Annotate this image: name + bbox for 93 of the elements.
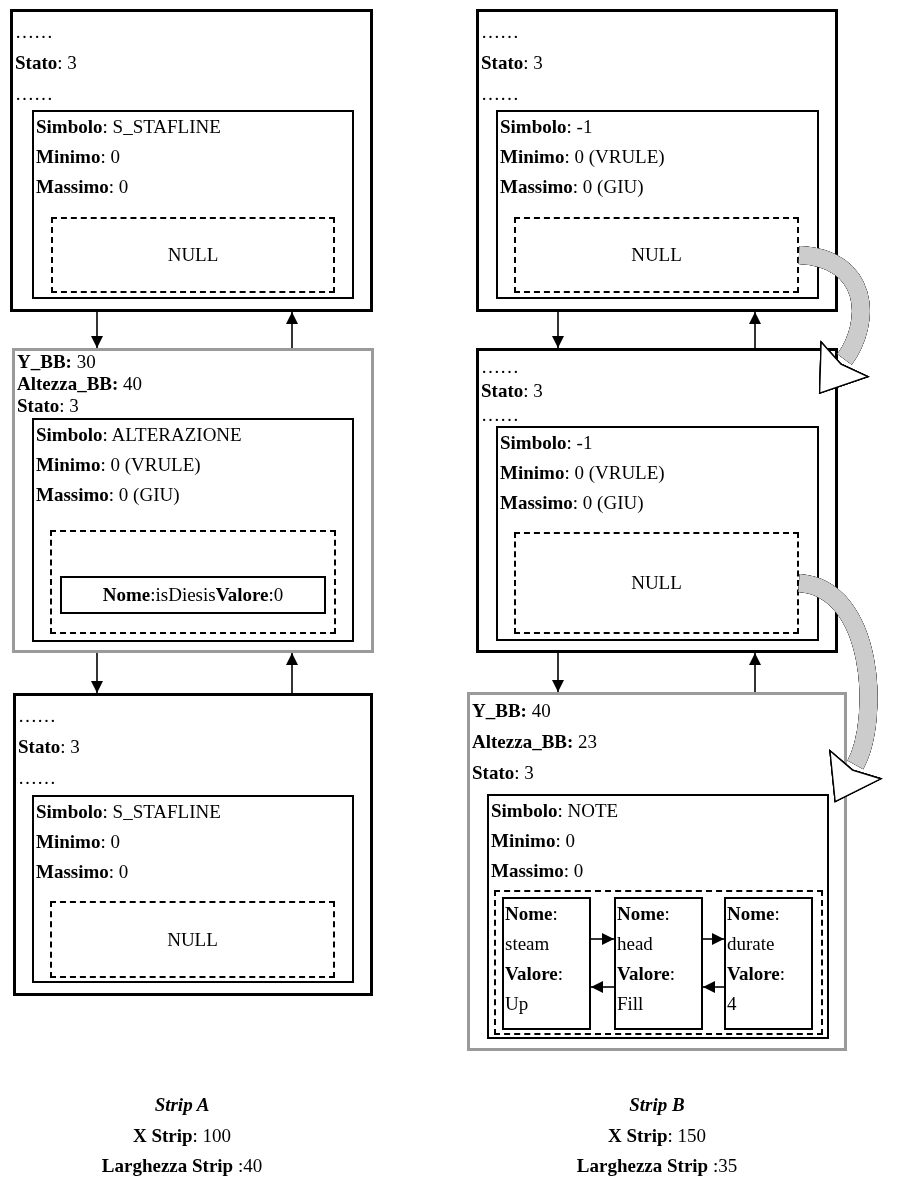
field-text: Nome: — [505, 902, 559, 926]
attribute-box — [614, 897, 703, 1030]
field-text: Valore: — [727, 962, 787, 986]
arrow — [590, 981, 615, 993]
symbol-box — [496, 426, 819, 641]
field-text: Minimo: 0 — [36, 145, 121, 169]
field-text: Minimo: 0 — [491, 829, 576, 853]
symbol-box — [487, 794, 829, 1039]
field-text: Simbolo: S_STAFLINE — [36, 115, 222, 139]
field-text: steam — [505, 932, 551, 956]
strip-title: Strip A — [154, 1093, 210, 1117]
field-text: durate — [727, 932, 776, 956]
arrow — [702, 933, 725, 945]
field-text: Valore: — [617, 962, 677, 986]
field-text: Massimo: 0 (GIU) — [36, 483, 181, 507]
record-box — [10, 9, 373, 312]
field-text: Stato: 3 — [15, 51, 78, 75]
arrow — [91, 652, 103, 694]
field-text: Simbolo: ALTERAZIONE — [36, 423, 243, 447]
arrow — [91, 311, 103, 349]
record-box — [13, 693, 373, 996]
record-box — [476, 348, 838, 653]
record-box — [476, 9, 838, 312]
field-text: Valore: — [505, 962, 565, 986]
field-text: Stato: 3 — [481, 379, 544, 403]
field-text: …… — [481, 403, 520, 427]
list-box — [51, 217, 335, 293]
field-text: Nome: — [727, 902, 781, 926]
field-text: …… — [18, 704, 57, 728]
field-text: Massimo: 0 — [36, 175, 130, 199]
field-text: Massimo: 0 (GIU) — [500, 491, 645, 515]
field-text: Altezza_BB: 23 — [472, 730, 599, 754]
field-text: Y_BB: 40 — [472, 699, 552, 723]
field-text: Stato: 3 — [18, 735, 81, 759]
arrow — [590, 933, 615, 945]
symbol-box — [32, 795, 354, 983]
arrow — [286, 652, 298, 694]
field-text: 4 — [727, 992, 738, 1016]
arrow — [702, 981, 725, 993]
field-text: Nome: — [617, 902, 671, 926]
field-text: Minimo: 0 (VRULE) — [500, 145, 666, 169]
field-text: NULL — [167, 927, 218, 952]
symbol-box — [32, 418, 354, 642]
field-text: Stato: 3 — [17, 395, 80, 417]
list-box — [514, 532, 799, 634]
strip-title: Strip B — [629, 1093, 685, 1117]
arrow — [749, 311, 761, 349]
field-text: NULL — [631, 571, 682, 595]
arrow — [286, 311, 298, 349]
field-text: Up — [505, 992, 530, 1016]
field-text: …… — [15, 82, 54, 106]
field-text: Simbolo: -1 — [500, 115, 594, 139]
record-box — [467, 692, 847, 1051]
field-text: Simbolo: S_STAFLINE — [36, 800, 222, 824]
symbol-box — [32, 110, 354, 299]
attribute-box — [60, 576, 326, 614]
strip-info: X Strip: 150 — [607, 1124, 707, 1148]
field-text: head — [617, 932, 654, 956]
field-text: …… — [18, 766, 57, 790]
list-box — [50, 901, 335, 978]
field-text: Massimo: 0 — [491, 859, 585, 883]
arrow — [749, 652, 761, 693]
attribute-box — [724, 897, 813, 1030]
field-text: Nome:isDiesisValore:0 — [102, 583, 284, 607]
field-text: Minimo: 0 — [36, 830, 121, 854]
field-text: NULL — [167, 243, 219, 267]
field-text: NULL — [631, 243, 682, 267]
list-box — [494, 890, 823, 1035]
field-text: Simbolo: -1 — [500, 431, 594, 455]
list-box — [50, 530, 336, 634]
field-text: …… — [481, 82, 520, 106]
strip-info: X Strip: 100 — [132, 1124, 232, 1148]
attribute-box — [502, 897, 591, 1030]
strip-info: Larghezza Strip :40 — [101, 1154, 263, 1178]
symbol-box — [496, 110, 819, 299]
field-text: Fill — [617, 992, 645, 1016]
field-text: Massimo: 0 — [36, 860, 130, 884]
arrow — [552, 311, 564, 349]
field-text: …… — [481, 355, 520, 379]
field-text: Simbolo: NOTE — [491, 799, 620, 823]
field-text: Stato: 3 — [472, 761, 535, 785]
field-text: Massimo: 0 (GIU) — [500, 175, 645, 199]
field-text: Stato: 3 — [481, 51, 544, 75]
field-text: …… — [15, 20, 54, 44]
field-text: Minimo: 0 (VRULE) — [36, 453, 202, 477]
field-text: …… — [481, 20, 520, 44]
arrow — [552, 652, 564, 693]
field-text: Altezza_BB: 40 — [17, 373, 144, 395]
strip-info: Larghezza Strip :35 — [576, 1154, 738, 1178]
record-box — [12, 348, 374, 653]
field-text: Y_BB: 30 — [17, 351, 97, 373]
list-box — [514, 217, 799, 293]
field-text: Minimo: 0 (VRULE) — [500, 461, 666, 485]
